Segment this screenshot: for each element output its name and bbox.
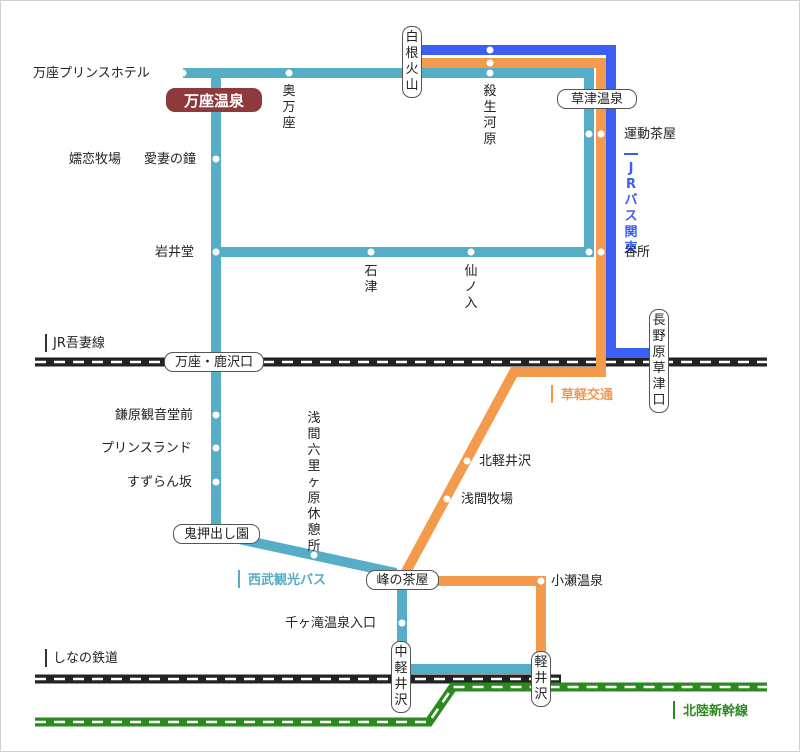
- karuizawa-hub[interactable]: 軽井沢: [531, 651, 551, 707]
- jr-bus-label: JRバス関東: [624, 161, 638, 256]
- hokuriku-shinkansen-label: 北陸新幹線: [683, 704, 749, 719]
- stop-iwaido[interactable]: 岩井堂: [155, 245, 195, 260]
- kusatsu-onsen-hub[interactable]: 草津温泉: [557, 89, 637, 109]
- stop-manza-prince[interactable]: 万座プリンスホテル: [33, 66, 150, 81]
- shinano-tick: [45, 649, 47, 667]
- stop-ishizu[interactable]: 石津: [364, 264, 378, 295]
- hokuriku-shinkansen-line: [35, 682, 767, 727]
- stop-kita-karuizawa[interactable]: 北軽井沢: [479, 454, 532, 469]
- stop-oku-manza[interactable]: 奥万座: [282, 84, 296, 131]
- stop-sen-no-iri[interactable]: 仙ノ入: [464, 264, 478, 311]
- kusakaru-label: 草軽交通: [561, 388, 614, 403]
- mine-no-chaya-hub[interactable]: 峰の茶屋: [366, 570, 439, 590]
- jr-bus-tick: [624, 153, 638, 155]
- seibu-tick: [238, 570, 240, 588]
- naganohara-kusatsuguchi-hub[interactable]: 長野原草津口: [649, 309, 669, 413]
- stop-kanren-bokujo[interactable]: 嬬恋牧場: [69, 152, 122, 167]
- manza-kazawaguchi-hub[interactable]: 万座・鹿沢口: [164, 352, 264, 372]
- stop-asama-bokujo[interactable]: 浅間牧場: [461, 492, 514, 507]
- jr-agatsuma-label: JR吾妻線: [53, 336, 105, 351]
- stop-undo-chaya[interactable]: 運動茶屋: [624, 127, 677, 142]
- shinkansen-tick: [673, 701, 675, 719]
- seibu-bus-label: 西武観光バス: [248, 573, 327, 588]
- stop-asama-rokurigahara[interactable]: 浅間六里ヶ原休憩所: [307, 411, 321, 554]
- stop-kose-onsen[interactable]: 小瀬温泉: [551, 574, 604, 589]
- stop-dots: [179, 46, 605, 627]
- stop-aitsuma-no-kane[interactable]: 愛妻の鐘: [144, 152, 197, 167]
- onioshidashi-hub[interactable]: 鬼押出し園: [173, 524, 260, 544]
- shirane-kazan-hub[interactable]: 白根火山: [402, 26, 422, 98]
- naka-karuizawa-hub[interactable]: 中軽井沢: [391, 641, 411, 713]
- jr-bus-kanto-route: [412, 45, 658, 358]
- stop-kamahara-kannon[interactable]: 鎌原観音堂前: [115, 408, 194, 423]
- stop-prince-land[interactable]: プリンスランド: [101, 441, 192, 456]
- stop-ainoya[interactable]: 谷所: [624, 245, 651, 260]
- stop-sengataki[interactable]: 千ヶ滝温泉入口: [285, 616, 377, 631]
- stop-sessho-gawara[interactable]: 殺生河原: [483, 84, 497, 147]
- kusakaru-tick: [551, 385, 553, 403]
- manza-onsen-hub[interactable]: 万座温泉: [166, 88, 262, 112]
- stop-suzuranzaka[interactable]: すずらん坂: [127, 475, 193, 490]
- jr-agatsuma-tick: [45, 334, 47, 352]
- shinano-label: しなの鉄道: [53, 651, 119, 666]
